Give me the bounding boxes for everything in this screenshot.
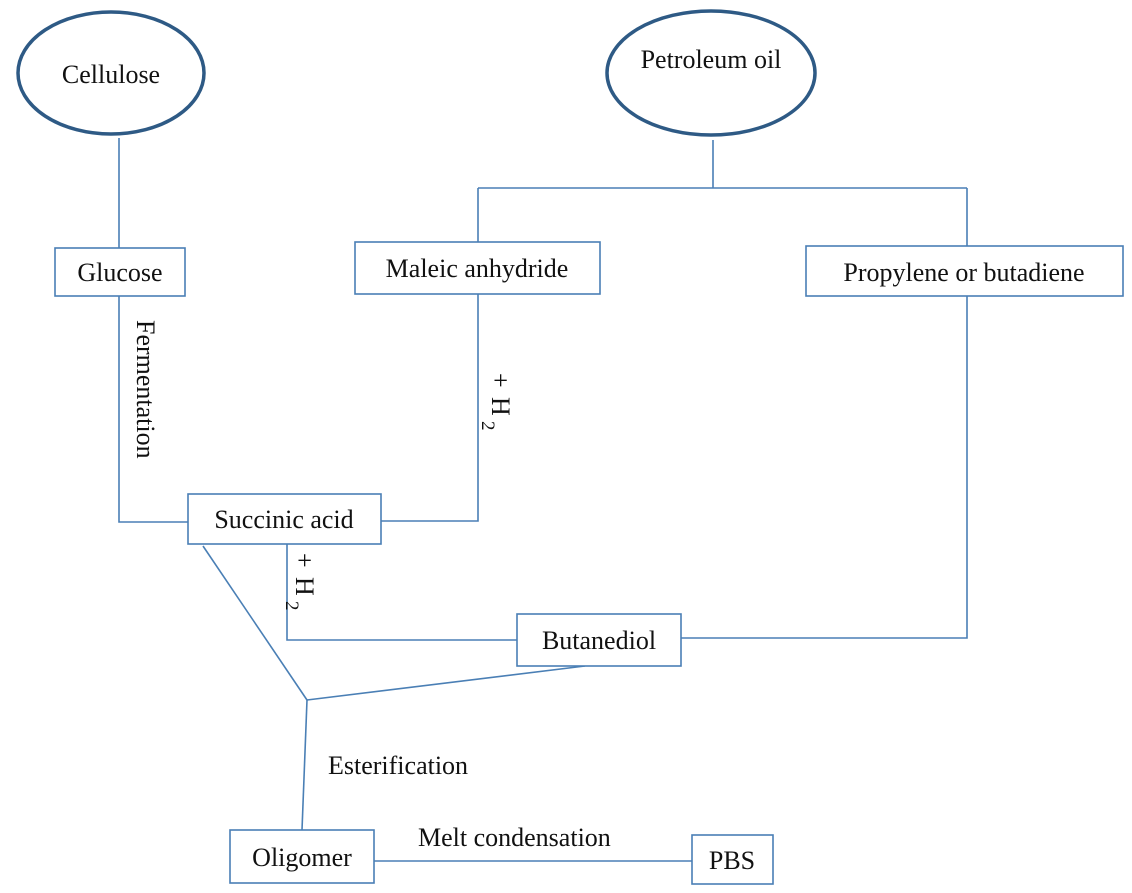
petroleum-oil-ellipse (605, 9, 817, 137)
plus-h2-label-maleic: + H 2 (477, 373, 515, 431)
node-pbs: PBS (691, 834, 774, 885)
node-oligomer: Oligomer (229, 829, 375, 884)
edge-propylene-butanediol (681, 296, 968, 639)
glucose-box (54, 247, 186, 297)
maleic-anhydride-box (354, 241, 601, 295)
h-symbol: H (486, 397, 515, 416)
pbs-label: PBS (709, 846, 755, 875)
succinic-acid-label: Succinic acid (214, 505, 353, 534)
melt-condensation-label: Melt condensation (418, 823, 611, 852)
h-symbol: H (290, 577, 319, 596)
edge-merge-oligomer (301, 699, 308, 831)
edge-maleic-succinic (381, 294, 479, 522)
pbs-box (691, 834, 774, 885)
cellulose-label: Cellulose (62, 60, 160, 89)
petroleum-oil-label: Petroleum oil (641, 45, 782, 74)
glucose-label: Glucose (77, 258, 162, 287)
oligomer-label: Oligomer (252, 843, 352, 872)
connectors (118, 138, 968, 862)
node-glucose: Glucose (54, 247, 186, 297)
edge-succinic-merge (202, 545, 308, 701)
oligomer-box (229, 829, 375, 884)
node-cellulose: Cellulose (16, 10, 206, 136)
esterification-label: Esterification (328, 751, 468, 780)
plus-sign: + (486, 373, 515, 388)
node-succinic-acid: Succinic acid (187, 493, 382, 545)
edge-glucose-succinic (118, 296, 188, 523)
butanediol-label: Butanediol (542, 626, 656, 655)
plus-sign: + (290, 553, 319, 568)
edge-succinic-butanediol (286, 543, 517, 641)
node-propylene-butadiene: Propylene or butadiene (805, 245, 1124, 297)
cellulose-ellipse (16, 10, 206, 136)
h-subscript: 2 (477, 421, 498, 431)
edge-butanediol-merge (306, 665, 586, 701)
plus-h2-label-succinic: + H 2 (281, 553, 319, 611)
h-subscript: 2 (281, 601, 302, 611)
fermentation-label: Fermentation (131, 320, 160, 459)
node-butanediol: Butanediol (516, 613, 682, 667)
succinic-acid-box (187, 493, 382, 545)
node-maleic-anhydride: Maleic anhydride (354, 241, 601, 295)
propylene-butadiene-box (805, 245, 1124, 297)
node-petroleum-oil: Petroleum oil (605, 9, 817, 137)
butanediol-box (516, 613, 682, 667)
maleic-anhydride-label: Maleic anhydride (386, 254, 569, 283)
propylene-butadiene-label: Propylene or butadiene (843, 258, 1084, 287)
